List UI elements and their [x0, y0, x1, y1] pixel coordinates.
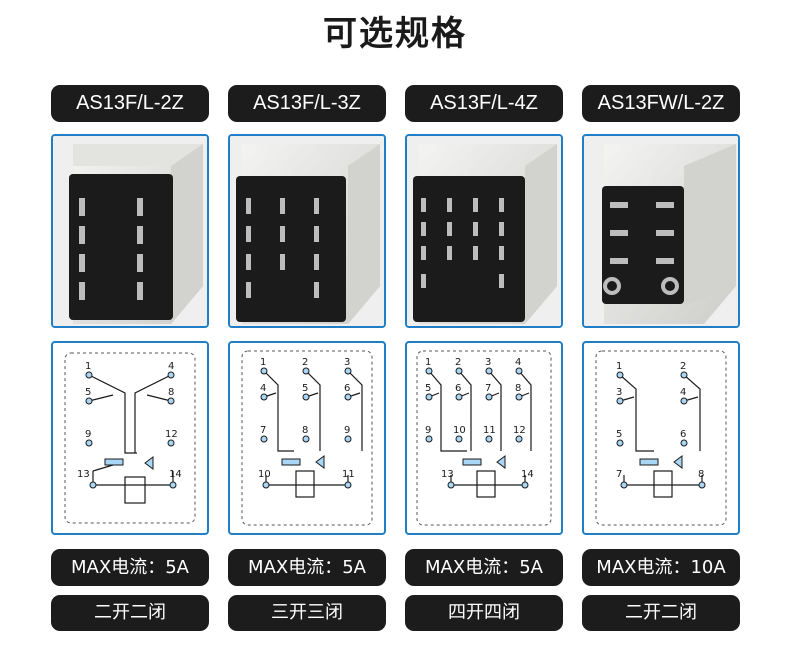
- terminal-label: 7: [260, 425, 266, 436]
- terminal-label: 8: [168, 387, 174, 398]
- terminal-label: 14: [169, 469, 182, 480]
- relay-photo-image: [584, 136, 738, 326]
- terminal-label: 10: [258, 469, 271, 480]
- terminal-label: 1: [616, 361, 622, 372]
- terminal-label: 1: [425, 357, 431, 368]
- terminal-label: 11: [483, 425, 496, 436]
- terminal-label: 4: [260, 383, 266, 394]
- model-label: AS13FW/L-2Z: [582, 85, 740, 122]
- terminal-label: 1: [260, 357, 266, 368]
- spec-card-4: AS13FW/L-2Z: [582, 0, 740, 660]
- contact-type-label: 二开二闭: [582, 595, 740, 631]
- terminal-label: 5: [425, 383, 431, 394]
- terminal-label: 6: [455, 383, 461, 394]
- terminal-label: 3: [485, 357, 491, 368]
- relay-photo-image: [53, 136, 207, 326]
- relay-photo-image: [407, 136, 561, 326]
- wiring-diagram: 1 4 5 8 9 12 13 14: [51, 341, 209, 535]
- page-title: 可选规格: [323, 14, 467, 54]
- spec-card-2: AS13F/L-3Z: [228, 0, 386, 660]
- terminal-label: 3: [344, 357, 350, 368]
- terminal-label: 2: [455, 357, 461, 368]
- terminal-label: 14: [521, 469, 534, 480]
- terminal-label: 2: [302, 357, 308, 368]
- terminal-label: 9: [85, 429, 91, 440]
- terminal-label: 13: [77, 469, 90, 480]
- relay-photo: [582, 134, 740, 328]
- spec-card-3: AS13F/L-4Z: [405, 0, 563, 660]
- relay-photo: [405, 134, 563, 328]
- model-label: AS13F/L-4Z: [405, 85, 563, 122]
- terminal-label: 2: [680, 361, 686, 372]
- max-current-label: MAX电流：10A: [582, 549, 740, 586]
- terminal-label: 13: [441, 469, 454, 480]
- contact-type-label: 四开四闭: [405, 595, 563, 631]
- relay-photo: [228, 134, 386, 328]
- terminal-label: 9: [344, 425, 350, 436]
- wiring-diagram: 1 2 3 4 5 6 7 8 9 10 11 12 13 14: [405, 341, 563, 535]
- terminal-label: 6: [344, 383, 350, 394]
- terminal-label: 9: [425, 425, 431, 436]
- terminal-label: 3: [616, 387, 622, 398]
- terminal-label: 12: [513, 425, 526, 436]
- terminal-label: 7: [485, 383, 491, 394]
- terminal-label: 5: [616, 429, 622, 440]
- relay-photo-image: [230, 136, 384, 326]
- terminal-label: 11: [342, 469, 355, 480]
- terminal-label: 4: [168, 361, 174, 372]
- contact-type-label: 三开三闭: [228, 595, 386, 631]
- max-current-label: MAX电流：5A: [228, 549, 386, 586]
- model-label: AS13F/L-3Z: [228, 85, 386, 122]
- relay-photo: [51, 134, 209, 328]
- terminal-label: 5: [302, 383, 308, 394]
- terminal-label: 6: [680, 429, 686, 440]
- model-label: AS13F/L-2Z: [51, 85, 209, 122]
- terminal-label: 4: [515, 357, 521, 368]
- terminal-label: 4: [680, 387, 686, 398]
- spec-card-1: AS13F/L-2Z: [51, 0, 209, 660]
- max-current-label: MAX电流：5A: [51, 549, 209, 586]
- terminal-label: 8: [302, 425, 308, 436]
- contact-type-label: 二开二闭: [51, 595, 209, 631]
- wiring-diagram: 1 2 3 4 5 6 7 8: [582, 341, 740, 535]
- terminal-label: 1: [85, 361, 91, 372]
- terminal-label: 7: [616, 469, 622, 480]
- terminal-label: 8: [698, 469, 704, 480]
- terminal-label: 12: [165, 429, 178, 440]
- wiring-diagram: 1 2 3 4 5 6 7 8 9 10 11: [228, 341, 386, 535]
- terminal-label: 10: [453, 425, 466, 436]
- max-current-label: MAX电流：5A: [405, 549, 563, 586]
- terminal-label: 8: [515, 383, 521, 394]
- terminal-label: 5: [85, 387, 91, 398]
